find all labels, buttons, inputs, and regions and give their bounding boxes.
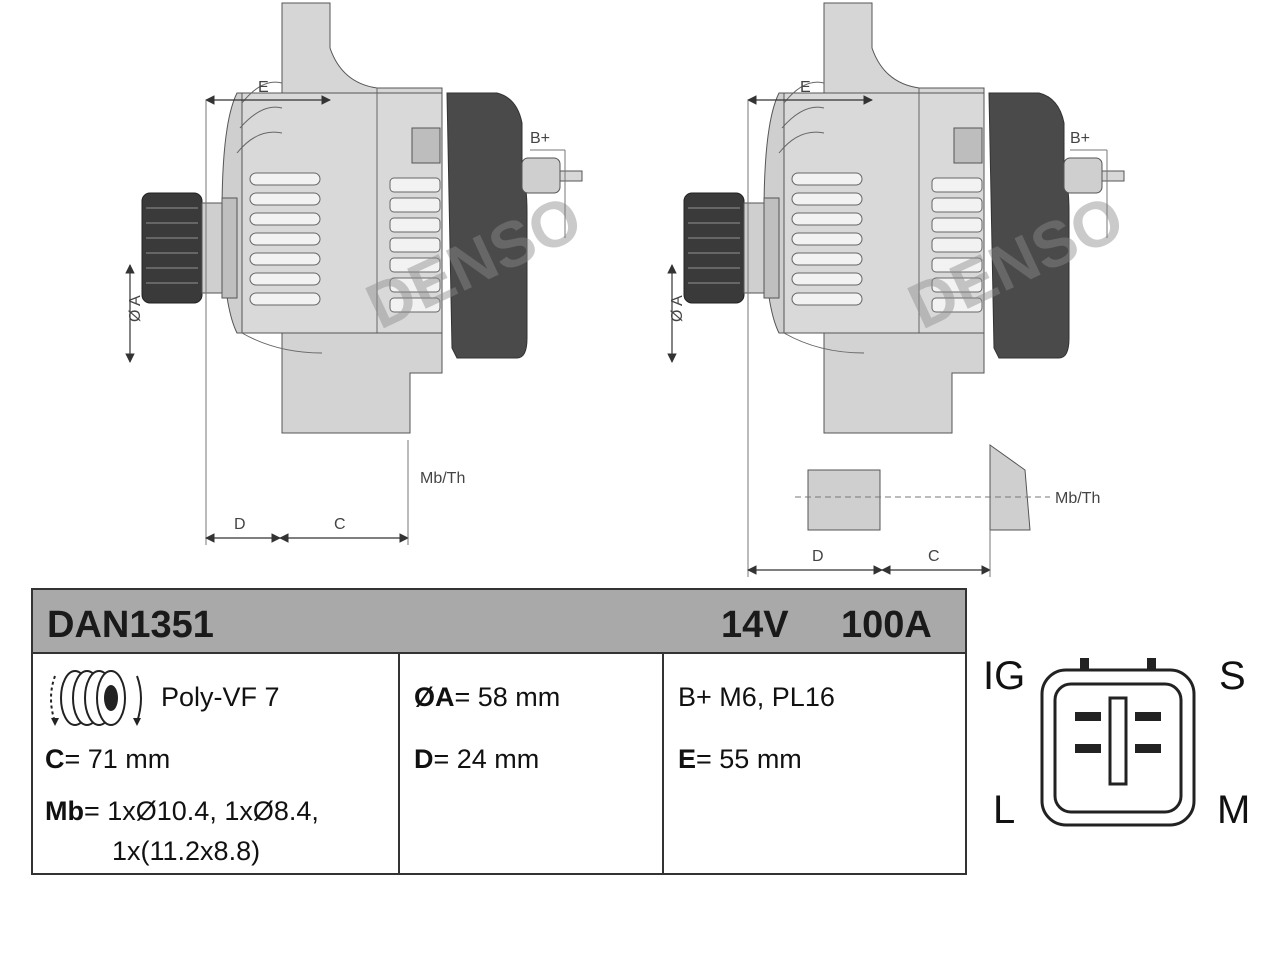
left-b-plus: B+	[530, 130, 550, 147]
left-dim-a: Ø A	[127, 295, 144, 322]
spec-a-value: = 58 mm	[454, 682, 561, 712]
right-mb-th: Mb/Th	[1055, 490, 1100, 507]
spec-a: ØA= 58 mm	[414, 682, 560, 713]
pulley-rotation-icon	[50, 670, 142, 726]
spec-column-2: ØA= 58 mm D= 24 mm	[400, 654, 664, 875]
spec-d-value: = 24 mm	[433, 744, 540, 774]
spec-c-value: = 71 mm	[64, 744, 171, 774]
spec-mb-value-1: = 1xØ10.4, 1xØ8.4,	[83, 796, 319, 826]
spec-d: D= 24 mm	[414, 744, 539, 775]
alternator-drawings: DENSO E Ø A D C B+ Mb/Th DENSO E Ø A D C…	[125, 2, 1134, 577]
right-dim-a: Ø A	[669, 295, 686, 322]
spec-e-label: E	[678, 744, 697, 774]
left-dim-c: C	[334, 516, 346, 533]
spec-bplus: B+ M6, PL16	[678, 682, 835, 712]
terminal-l: L	[993, 788, 1016, 832]
spec-column-3: B+ M6, PL16 E= 55 mm	[664, 654, 965, 875]
current: 100A	[841, 604, 932, 646]
regulator-connector: IG S L M	[975, 640, 1265, 840]
spec-d-label: D	[414, 744, 434, 774]
left-dim-d: D	[234, 516, 246, 533]
spec-c-label: C	[45, 744, 65, 774]
left-dim-e: E	[258, 79, 269, 96]
spec-a-label: ØA	[414, 682, 455, 712]
spec-mb-label: Mb	[45, 796, 84, 826]
spec-mb-line-2: 1x(11.2x8.8)	[112, 836, 261, 866]
spec-table: DAN1351 14V 100A Poly-VF 7 C= 71 mm Mb= …	[31, 588, 967, 875]
left-mb-th: Mb/Th	[420, 470, 465, 487]
right-dim-d: D	[812, 548, 824, 565]
connector-plug-icon	[1040, 658, 1196, 827]
part-number: DAN1351	[47, 604, 214, 646]
spec-e-value: = 55 mm	[696, 744, 802, 774]
terminal-s: S	[1219, 654, 1246, 698]
voltage: 14V	[721, 604, 789, 646]
spec-mb: Mb= 1xØ10.4, 1xØ8.4,	[45, 796, 319, 827]
terminal-ig: IG	[983, 654, 1026, 698]
right-b-plus: B+	[1070, 130, 1090, 147]
pulley-type: Poly-VF 7	[161, 682, 280, 712]
right-dim-c: C	[928, 548, 940, 565]
spec-c: C= 71 mm	[45, 744, 170, 775]
spec-column-1: Poly-VF 7 C= 71 mm Mb= 1xØ10.4, 1xØ8.4, …	[33, 654, 400, 875]
left-alternator-view: DENSO E Ø A D C B+ Mb/Th	[125, 2, 592, 545]
spec-e: E= 55 mm	[678, 744, 802, 775]
spec-header: DAN1351 14V 100A	[33, 590, 965, 654]
terminal-m: M	[1217, 788, 1251, 832]
right-dim-e: E	[800, 79, 811, 96]
right-alternator-view: DENSO E Ø A D C B+ Mb/Th	[667, 2, 1134, 577]
